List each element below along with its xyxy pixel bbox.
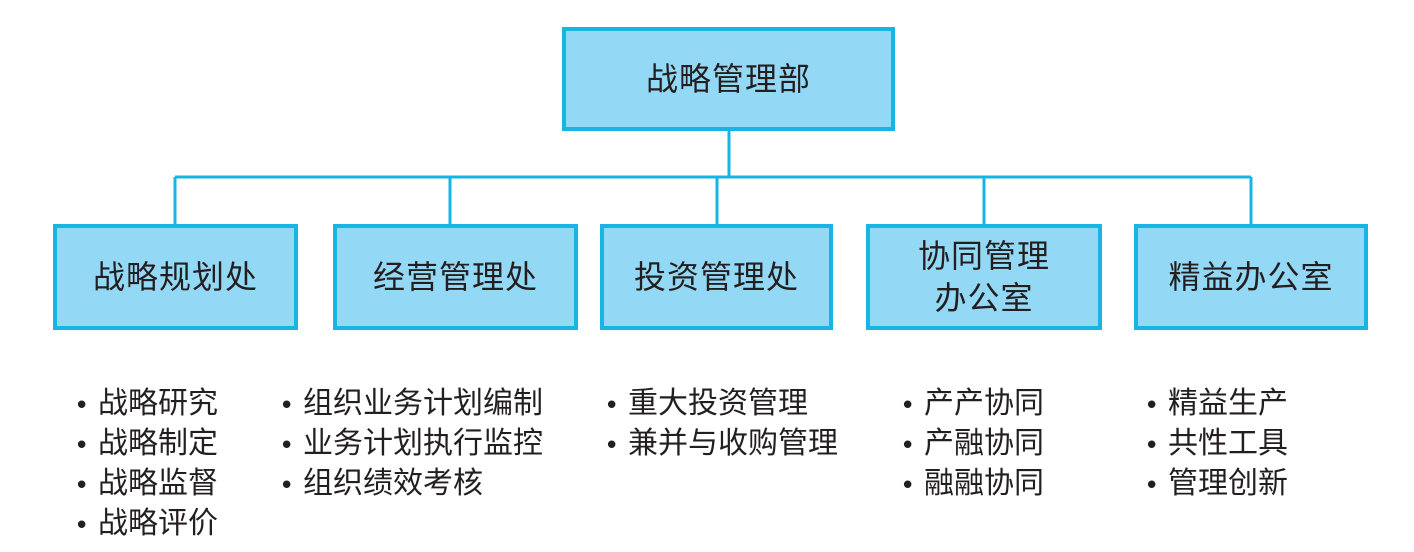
dept-label: 经营管理处 [372, 258, 538, 296]
list-item: • 兼并与收购管理 [600, 424, 838, 464]
dept-node-lean-office: 精益办公室 [1134, 224, 1368, 330]
duty-text: 战略评价 [98, 506, 218, 541]
bullet-icon: • [1144, 431, 1160, 461]
dept-label: 战略规划处 [92, 258, 258, 296]
list-item: • 共性工具 [1140, 424, 1288, 464]
list-item: • 组织绩效考核 [275, 464, 543, 504]
bullet-icon: • [1144, 471, 1160, 501]
bullet-icon: • [74, 471, 90, 501]
duty-list-lean-office: • 精益生产 • 共性工具 • 管理创新 [1140, 384, 1288, 504]
bullet-icon: • [74, 391, 90, 421]
list-item: • 业务计划执行监控 [275, 424, 543, 464]
duty-text: 共性工具 [1168, 426, 1288, 461]
list-item: • 融融协同 [896, 464, 1044, 504]
duty-text: 组织业务计划编制 [303, 386, 543, 421]
duty-text: 战略监督 [98, 466, 218, 501]
list-item: • 组织业务计划编制 [275, 384, 543, 424]
duty-text: 管理创新 [1168, 466, 1288, 501]
bullet-icon: • [900, 471, 916, 501]
duty-text: 战略制定 [98, 426, 218, 461]
bullet-icon: • [604, 431, 620, 461]
duty-text: 业务计划执行监控 [303, 426, 543, 461]
bullet-icon: • [74, 511, 90, 541]
bullet-icon: • [279, 471, 295, 501]
dept-label: 精益办公室 [1168, 258, 1334, 296]
bullet-icon: • [1144, 391, 1160, 421]
list-item: • 战略研究 [70, 384, 218, 424]
list-item: • 战略评价 [70, 504, 218, 544]
duty-list-synergy-office: • 产产协同 • 产融协同 • 融融协同 [896, 384, 1044, 504]
list-item: • 重大投资管理 [600, 384, 838, 424]
bullet-icon: • [604, 391, 620, 421]
bullet-icon: • [279, 391, 295, 421]
list-item: • 战略监督 [70, 464, 218, 504]
duty-text: 精益生产 [1168, 386, 1288, 421]
bullet-icon: • [74, 431, 90, 461]
list-item: • 产融协同 [896, 424, 1044, 464]
duty-text: 产融协同 [924, 426, 1044, 461]
duty-text: 重大投资管理 [628, 386, 808, 421]
duty-text: 组织绩效考核 [303, 466, 483, 501]
bullet-icon: • [900, 431, 916, 461]
duty-text: 产产协同 [924, 386, 1044, 421]
root-node: 战略管理部 [562, 27, 895, 131]
duty-list-strategy-planning: • 战略研究 • 战略制定 • 战略监督 • 战略评价 [70, 384, 218, 544]
bullet-icon: • [900, 391, 916, 421]
dept-node-operations: 经营管理处 [333, 224, 578, 330]
duty-list-investment: • 重大投资管理 • 兼并与收购管理 [600, 384, 838, 464]
dept-label: 协同管理 办公室 [917, 237, 1050, 317]
dept-label: 投资管理处 [633, 258, 799, 296]
list-item: • 产产协同 [896, 384, 1044, 424]
bullet-icon: • [279, 431, 295, 461]
dept-node-strategy-planning: 战略规划处 [53, 224, 298, 330]
duty-text: 兼并与收购管理 [628, 426, 838, 461]
list-item: • 精益生产 [1140, 384, 1288, 424]
duty-text: 战略研究 [98, 386, 218, 421]
root-label: 战略管理部 [645, 60, 811, 98]
dept-node-synergy-office: 协同管理 办公室 [866, 224, 1102, 330]
duty-text: 融融协同 [924, 466, 1044, 501]
list-item: • 战略制定 [70, 424, 218, 464]
list-item: • 管理创新 [1140, 464, 1288, 504]
dept-node-investment: 投资管理处 [600, 224, 833, 330]
duty-list-operations: • 组织业务计划编制 • 业务计划执行监控 • 组织绩效考核 [275, 384, 543, 504]
